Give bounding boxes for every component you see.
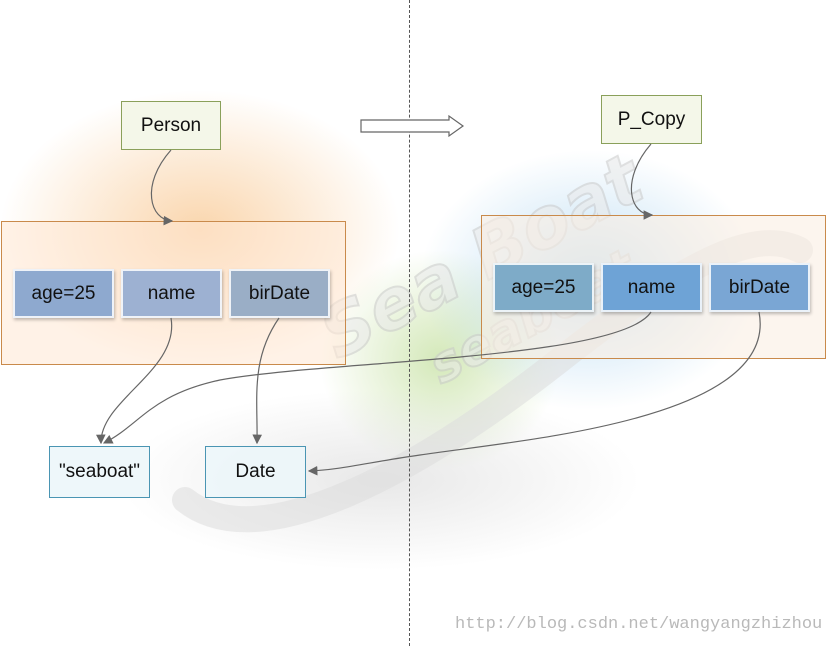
pcopy-field-age-label: age=25 [511,276,576,298]
person-reference-box: Person [121,101,221,150]
pcopy-field-birdate-label: birDate [728,276,791,298]
vertical-divider [409,0,410,646]
person-field-age-label: age=25 [31,282,96,304]
date-object-box: Date [205,446,306,498]
blog-url-watermark: http://blog.csdn.net/wangyangzhizhou [455,615,823,634]
date-object-label: Date [235,461,276,482]
person-field-name: name [121,269,222,318]
pcopy-reference-box: P_Copy [601,95,702,144]
pcopy-reference-label: P_Copy [617,108,686,130]
person-field-birdate: birDate [229,269,330,318]
string-object-label: "seaboat" [58,461,141,482]
person-field-age: age=25 [13,269,114,318]
pcopy-field-name-label: name [627,276,676,298]
string-object-box: "seaboat" [49,446,150,498]
pcopy-field-birdate: birDate [709,263,810,312]
pcopy-field-name: name [601,263,702,312]
person-field-name-label: name [147,282,196,304]
person-field-birdate-label: birDate [248,282,311,304]
person-reference-label: Person [140,114,202,136]
pcopy-field-age: age=25 [493,263,594,312]
